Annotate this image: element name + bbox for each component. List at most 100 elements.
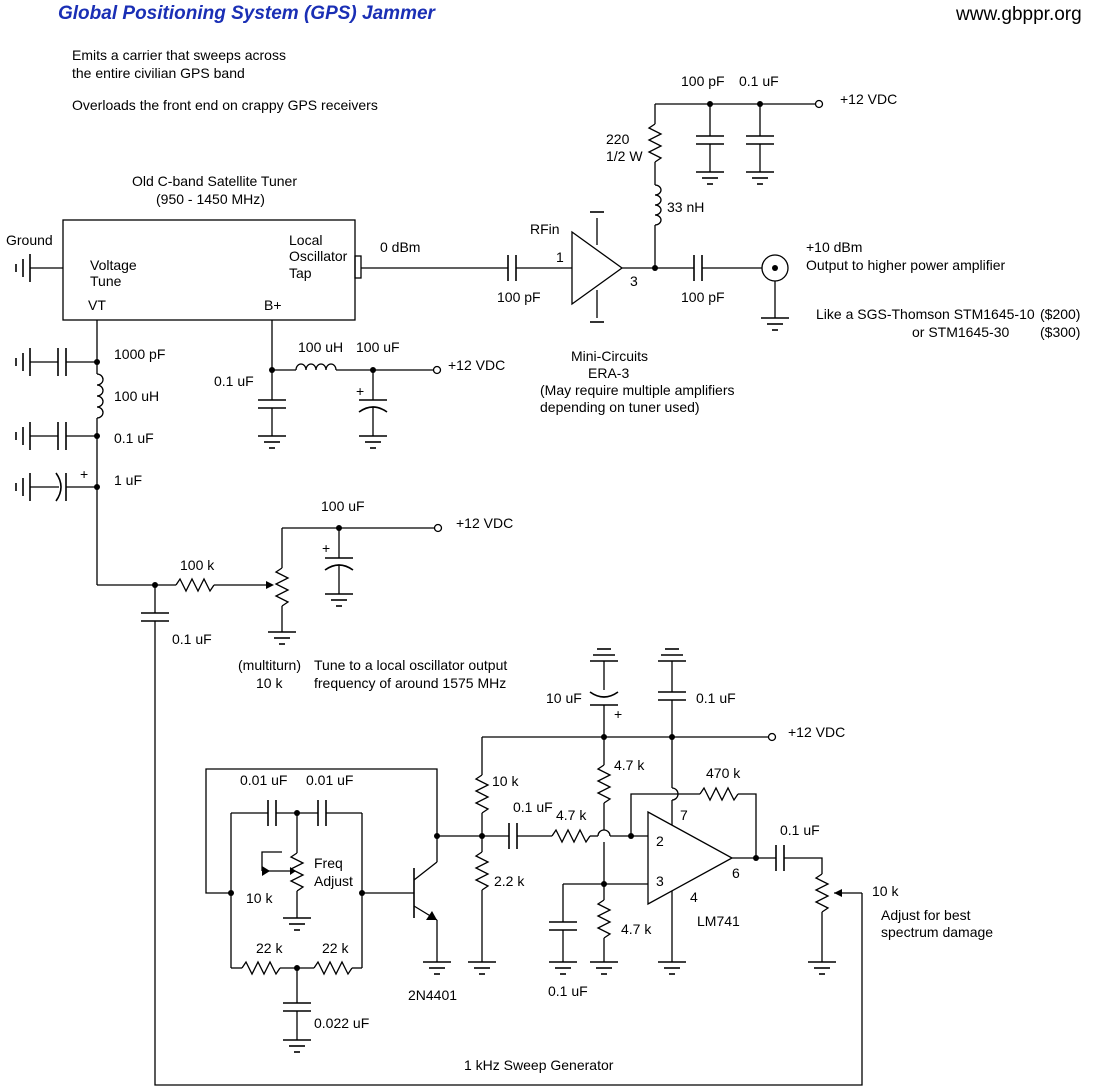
sweep-supply-terminal bbox=[767, 732, 777, 742]
vt-cap-1000pf bbox=[15, 348, 97, 376]
tune-supply-label: +12 VDC bbox=[456, 515, 513, 531]
tune-series-resistor-100k bbox=[175, 577, 215, 593]
amp-suggestion-2-price: ($300) bbox=[1040, 324, 1080, 340]
tune-series-resistor-value: 100 k bbox=[180, 557, 215, 573]
osc-resistor-22k-1 bbox=[241, 960, 281, 976]
emitter-divider-resistor-2-2k bbox=[474, 851, 490, 891]
output-adjust-note-1: Adjust for best bbox=[881, 907, 971, 923]
bias-resistor-wattage: 1/2 W bbox=[606, 148, 643, 164]
rf-output-description: Output to higher power amplifier bbox=[806, 257, 1006, 273]
divider-resistor-bottom-4-7k bbox=[596, 899, 612, 939]
divider-resistor-top-value: 4.7 k bbox=[614, 757, 645, 773]
divider-resistor-top-4-7k bbox=[596, 764, 612, 804]
rf-rfin-label: RFin bbox=[530, 221, 560, 237]
sweep-coupling-capacitor bbox=[141, 612, 169, 622]
opamp-coupling-capacitor bbox=[508, 823, 518, 849]
tune-note-1: Tune to a local oscillator output bbox=[314, 657, 507, 673]
bias-resistor-value: 220 bbox=[606, 131, 630, 147]
sweep-supply-label: +12 VDC bbox=[788, 724, 845, 740]
feedback-resistor-value: 470 k bbox=[706, 765, 741, 781]
description-line-3: Overloads the front end on crappy GPS re… bbox=[72, 97, 378, 113]
sweep-cap-10uf-value: 10 uF bbox=[546, 690, 582, 706]
amp-note-1: (May require multiple amplifiers bbox=[540, 382, 735, 398]
osc-resistor-22k-2 bbox=[313, 960, 353, 976]
osc-cap-2-value: 0.01 uF bbox=[306, 772, 353, 788]
freq-adjust-label-2: Adjust bbox=[314, 873, 353, 889]
opamp-input-resistor-value: 4.7 k bbox=[556, 807, 587, 823]
sweep-generator-name: 1 kHz Sweep Generator bbox=[464, 1057, 614, 1073]
rf-supply-label: +12 VDC bbox=[840, 91, 897, 107]
collector-resistor-value: 10 k bbox=[492, 773, 519, 789]
rf-pin-3: 3 bbox=[630, 273, 638, 289]
amp-suggestion-2: or STM1645-30 bbox=[912, 324, 1009, 340]
opamp-pin-6: 6 bbox=[732, 865, 740, 881]
rf-decoupling-cap-2-value: 0.1 uF bbox=[739, 73, 779, 89]
tuner-vt-pin: VT bbox=[88, 297, 106, 313]
output-level-pot-10k bbox=[814, 873, 830, 913]
collector-resistor-10k bbox=[474, 774, 490, 814]
bplus-cap-2-electrolytic bbox=[358, 370, 388, 449]
tuner-range: (950 - 1450 MHz) bbox=[156, 191, 265, 207]
description-line-2: the entire civilian GPS band bbox=[72, 65, 245, 81]
rf-pin-1: 1 bbox=[556, 249, 564, 265]
tuner-ground-symbol bbox=[15, 254, 63, 282]
rf-input-capacitor bbox=[507, 255, 517, 281]
osc-cap-1-value: 0.01 uF bbox=[240, 772, 287, 788]
vt-cap-3-value: 1 uF bbox=[114, 472, 142, 488]
tuner-lo-label-2: Oscillator bbox=[289, 248, 348, 264]
opamp-label: LM741 bbox=[697, 913, 740, 929]
rf-output-cap-value: 100 pF bbox=[681, 289, 725, 305]
divider-cap-value: 0.1 uF bbox=[548, 983, 588, 999]
tuner-lo-label-3: Tap bbox=[289, 265, 312, 281]
sweep-coupling-cap-value: 0.1 uF bbox=[172, 631, 212, 647]
opamp-pin-3: 3 bbox=[656, 873, 664, 889]
osc-cap-3-value: 0.022 uF bbox=[314, 1015, 369, 1031]
bplus-inductor-value: 100 uH bbox=[298, 339, 343, 355]
emitter-divider-resistor-value: 2.2 k bbox=[494, 873, 525, 889]
bplus-cap-2-polarity: + bbox=[356, 383, 364, 399]
tuner-bplus-pin: B+ bbox=[264, 297, 282, 313]
bplus-supply-label: +12 VDC bbox=[448, 357, 505, 373]
divider-resistor-bottom-value: 4.7 k bbox=[621, 921, 652, 937]
bias-inductor-value: 33 nH bbox=[667, 199, 704, 215]
freq-adjust-pot bbox=[289, 852, 305, 892]
vt-cap-2-value: 0.1 uF bbox=[114, 430, 154, 446]
amp-model: ERA-3 bbox=[588, 365, 629, 381]
sweep-cap-10uf-electrolytic bbox=[589, 648, 619, 737]
freq-adjust-pot-value: 10 k bbox=[246, 890, 273, 906]
output-adjust-note-2: spectrum damage bbox=[881, 924, 993, 940]
transistor-label: 2N4401 bbox=[408, 987, 457, 1003]
feedback-resistor-470k bbox=[699, 786, 739, 802]
rf-output-level: +10 dBm bbox=[806, 239, 862, 255]
sweep-cap-0-1uf-top-value: 0.1 uF bbox=[696, 690, 736, 706]
bplus-cap-1-value: 0.1 uF bbox=[214, 373, 254, 389]
tuner-lo-label-1: Local bbox=[289, 232, 322, 248]
sweep-output-cap-value: 0.1 uF bbox=[780, 822, 820, 838]
divider-cap-0-1uf bbox=[549, 884, 577, 975]
tune-supply-terminal bbox=[433, 523, 443, 533]
rf-supply-terminal bbox=[814, 99, 824, 109]
vt-cap-3-polarity: + bbox=[80, 466, 88, 482]
rf-output-connector bbox=[761, 254, 789, 331]
bplus-cap-2-value: 100 uF bbox=[356, 339, 400, 355]
sweep-cap-0-1uf-top bbox=[658, 648, 686, 737]
osc-cap-0-022uf bbox=[283, 968, 311, 1053]
rf-decoupling-cap-2 bbox=[746, 104, 774, 185]
rf-output-capacitor bbox=[693, 255, 703, 281]
tune-supply-cap-electrolytic bbox=[324, 528, 354, 607]
rf-decoupling-cap-1-value: 100 pF bbox=[681, 73, 725, 89]
lo-tap-connector bbox=[354, 255, 362, 279]
tuner-voltage-label: Voltage bbox=[90, 257, 137, 273]
transistor-2n4401 bbox=[413, 836, 451, 975]
bias-inductor-33nh bbox=[654, 184, 662, 226]
bplus-supply-terminal bbox=[432, 365, 442, 375]
output-pot-value: 10 k bbox=[872, 883, 899, 899]
tune-supply-cap-value: 100 uF bbox=[321, 498, 365, 514]
sweep-cap-10uf-polarity: + bbox=[614, 706, 622, 722]
tune-multiturn-pot bbox=[274, 567, 290, 607]
vt-cap-1uf-electrolytic bbox=[15, 472, 97, 502]
tuner-tune-label: Tune bbox=[90, 273, 122, 289]
opamp-pin-2: 2 bbox=[656, 833, 664, 849]
amp-suggestion-1: Like a SGS-Thomson STM1645-10 bbox=[816, 306, 1035, 322]
